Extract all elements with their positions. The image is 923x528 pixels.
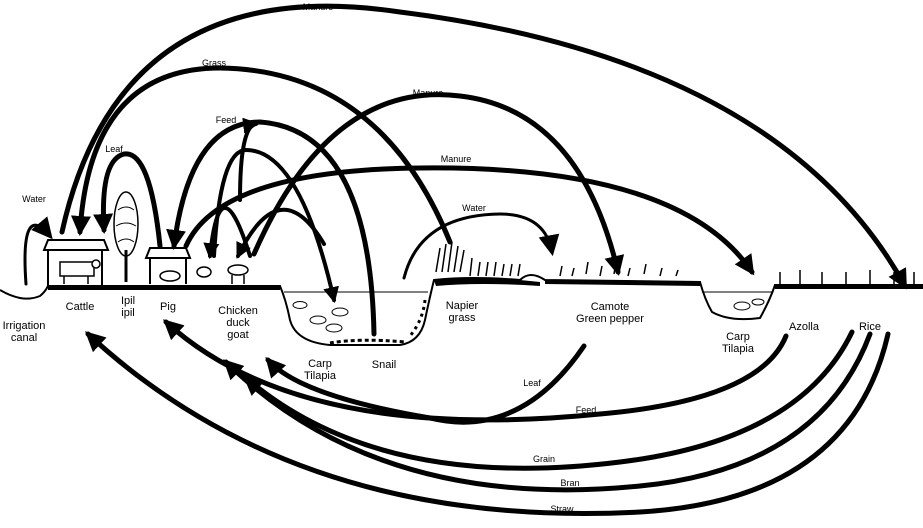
flow-label-leaf-bottom: Leaf — [523, 378, 541, 388]
arc-water-left — [23, 216, 53, 286]
arc-snail-feed — [236, 207, 326, 259]
flow-label-feed-top: Feed — [216, 115, 237, 125]
chicken-goat-icon — [196, 264, 249, 284]
flow-label-feed-bottom: Feed — [576, 405, 597, 415]
arc-feed-top — [166, 119, 377, 337]
ipil-tree-icon — [113, 191, 139, 282]
arc-grain — [242, 329, 855, 471]
label-snail: Snail — [372, 359, 396, 371]
ground-profile — [0, 274, 923, 346]
arc-grass — [70, 65, 453, 245]
arc-water-mid — [402, 212, 560, 280]
napier-grass-icon — [435, 241, 521, 277]
arc-manure-3 — [183, 165, 755, 276]
arc-manure-top — [59, 3, 908, 290]
flow-label-manure-top: Manure — [303, 2, 334, 12]
flow-arcs — [23, 3, 908, 517]
flow-label-grass: Grass — [202, 58, 227, 68]
label-pig: Pig — [160, 301, 176, 313]
cattle-shed-icon — [42, 239, 110, 286]
arc-feed-duck — [203, 206, 252, 260]
flow-label-water-mid: Water — [462, 203, 486, 213]
flow-label-manure-3: Manure — [441, 154, 472, 164]
flow-label-bran: Bran — [560, 478, 579, 488]
flow-label-straw: Straw — [550, 504, 574, 514]
flow-label-grain: Grain — [533, 454, 555, 464]
flow-labels: Manure Grass Manure Feed Leaf Manure Wat… — [22, 2, 596, 514]
label-cattle: Cattle — [66, 301, 95, 313]
arc-feed-chicken — [238, 117, 260, 202]
label-rice: Rice — [859, 321, 881, 333]
arc-bran — [223, 331, 873, 493]
arc-feed-bottom — [163, 319, 789, 423]
label-azolla: Azolla — [789, 321, 820, 333]
arc-leaf-top — [93, 151, 163, 249]
flow-label-leaf-top: Leaf — [105, 144, 123, 154]
rice-plants-icon — [779, 270, 915, 284]
flow-label-manure-2: Manure — [413, 88, 444, 98]
arc-straw — [85, 331, 891, 517]
arc-manure-2 — [251, 92, 625, 276]
flow-label-water-left: Water — [22, 194, 46, 204]
pig-pen-icon — [144, 247, 192, 284]
fish-icon — [292, 298, 765, 333]
